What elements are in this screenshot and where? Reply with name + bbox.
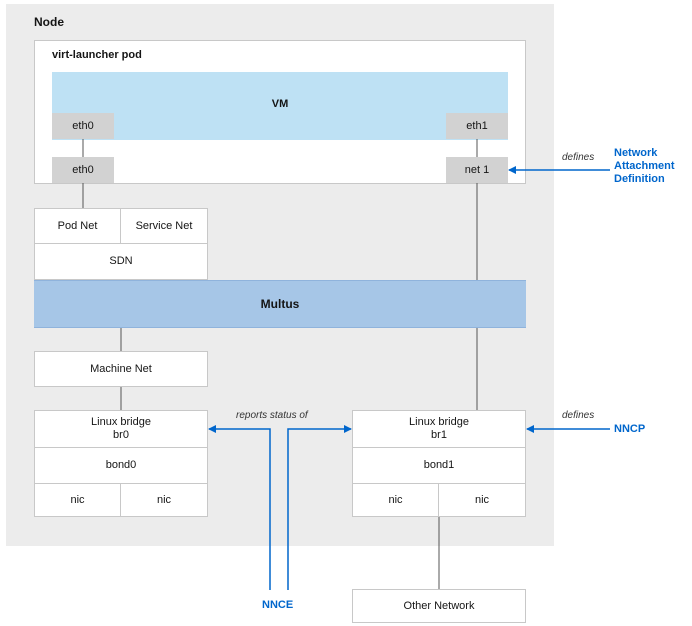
br1-label-line1: Linux bridge [409, 416, 469, 428]
defines-nad-label: defines [562, 152, 595, 163]
sdn-box: SDN [34, 243, 208, 280]
reports-status-label: reports status of [236, 410, 308, 421]
defines-nncp-label: defines [562, 410, 595, 421]
nad-line2: Attachment [614, 160, 675, 172]
nncp-label: NNCP [614, 423, 646, 435]
linux-bridge-br1: Linux bridge br1 [352, 410, 526, 448]
vm-box [52, 72, 508, 140]
nad-line1: Network [614, 147, 658, 159]
machine-net-box: Machine Net [34, 351, 208, 387]
bond0-box: bond0 [34, 447, 208, 484]
br0-nic-a: nic [34, 483, 121, 517]
arrow-nnce-to-br1 [287, 425, 352, 590]
vm-eth0: eth0 [52, 113, 114, 139]
br1-label-line2: br1 [431, 429, 447, 441]
linux-bridge-br0: Linux bridge br0 [34, 410, 208, 448]
multus-band: Multus [34, 280, 526, 328]
network-attachment-definition-label: Network Attachment Definition [614, 147, 675, 186]
nad-line3: Definition [614, 173, 665, 185]
service-net-box: Service Net [120, 208, 208, 244]
other-network-box: Other Network [352, 589, 526, 623]
nnce-label: NNCE [262, 599, 294, 611]
br0-nic-b: nic [120, 483, 208, 517]
br1-nic-b: nic [438, 483, 526, 517]
vm-label: VM [271, 98, 289, 110]
node-title: Node [34, 15, 64, 29]
vm-eth1: eth1 [446, 113, 508, 139]
pod-title: virt-launcher pod [52, 49, 142, 61]
pod-net1: net 1 [446, 157, 508, 183]
br1-nic-a: nic [352, 483, 439, 517]
br0-label-line2: br0 [113, 429, 129, 441]
pod-eth0: eth0 [52, 157, 114, 183]
arrow-nnce-to-br0 [208, 425, 271, 590]
br0-label-line1: Linux bridge [91, 416, 151, 428]
